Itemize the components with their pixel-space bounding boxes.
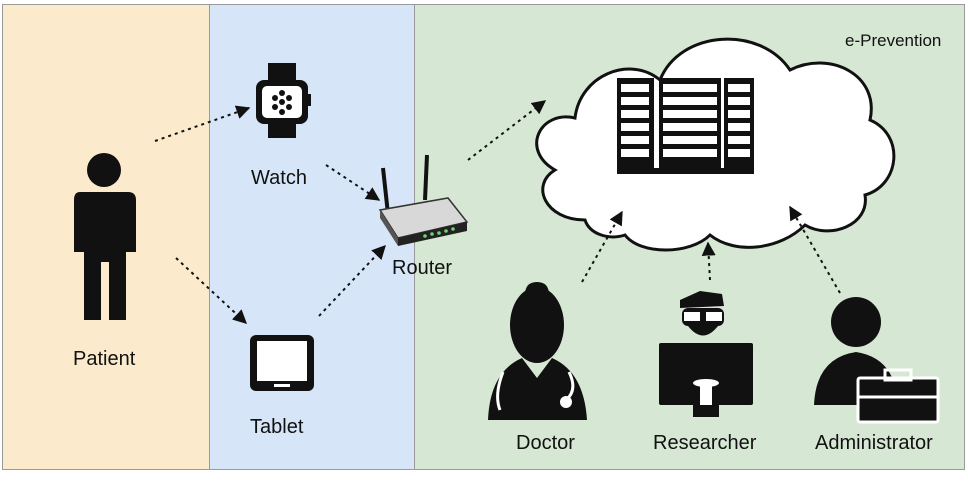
doctor-icon <box>488 282 587 420</box>
person-icon <box>74 153 136 320</box>
arrows <box>154 100 841 324</box>
patient-label: Patient <box>73 348 136 370</box>
arrow-tablet-to-router <box>318 244 386 317</box>
administrator-label: Administrator <box>815 432 933 454</box>
router-icon <box>378 154 469 246</box>
smartwatch-icon <box>256 63 311 138</box>
router-label: Router <box>392 257 453 279</box>
arrow-administrator-to-cloud <box>789 205 841 294</box>
administrator-icon <box>814 297 940 424</box>
arrow-watch-to-router <box>325 164 381 201</box>
devices-panel <box>209 4 415 470</box>
doctor-label: Doctor <box>516 432 575 454</box>
tablet-icon <box>250 335 314 391</box>
arrow-patient-to-tablet <box>175 257 248 324</box>
arrow-router-to-cloud <box>467 100 547 161</box>
researcher-label: Researcher <box>653 432 757 454</box>
arrow-researcher-to-cloud <box>701 241 716 281</box>
watch-label: Watch <box>251 167 307 189</box>
server-rack-icon <box>617 78 754 174</box>
tablet-label: Tablet <box>250 416 304 438</box>
researcher-icon <box>659 291 753 417</box>
arrow-patient-to-watch <box>154 105 251 142</box>
e-prevention-title: e-Prevention <box>845 31 942 50</box>
